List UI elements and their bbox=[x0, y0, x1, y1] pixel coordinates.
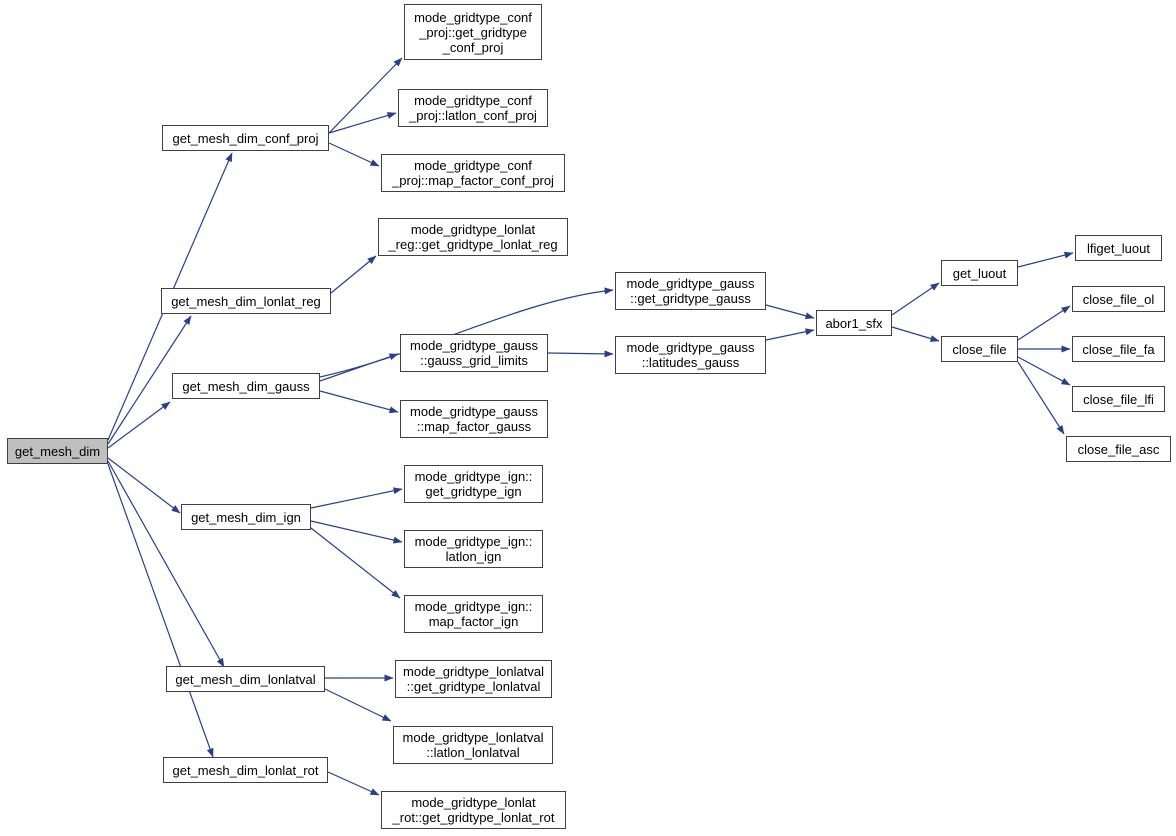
call-edge bbox=[310, 520, 403, 544]
graph-node-label: mode_gridtype_ign:: latlon_ign bbox=[414, 534, 533, 564]
graph-node-label: mode_gridtype_lonlatval ::latlon_lonlatv… bbox=[402, 730, 544, 760]
graph-node-get-mesh-dim-lonlat-rot[interactable]: get_mesh_dim_lonlat_rot bbox=[163, 757, 328, 783]
graph-node-label: mode_gridtype_gauss ::get_gridtype_gauss bbox=[626, 276, 755, 306]
call-edge bbox=[319, 353, 399, 382]
graph-node-label: lfiget_luout bbox=[1087, 240, 1150, 256]
graph-node-label: get_mesh_dim_conf_proj bbox=[172, 130, 319, 146]
graph-node-close-file[interactable]: close_file bbox=[941, 336, 1018, 362]
graph-node-label: mode_gridtype_gauss ::gauss_grid_limits bbox=[410, 338, 538, 368]
graph-node-get-mesh-dim-conf-proj[interactable]: get_mesh_dim_conf_proj bbox=[162, 125, 329, 151]
graph-node-mgcp-latlon[interactable]: mode_gridtype_conf _proj::latlon_conf_pr… bbox=[398, 89, 548, 127]
graph-node-get-luout[interactable]: get_luout bbox=[941, 260, 1018, 286]
graph-node-label: close_file_ol bbox=[1082, 291, 1155, 307]
graph-node-get-mesh-dim-gauss[interactable]: get_mesh_dim_gauss bbox=[172, 373, 320, 399]
graph-node-get-mesh-dim-lonlat-reg[interactable]: get_mesh_dim_lonlat_reg bbox=[161, 288, 331, 314]
graph-node-close-file-fa[interactable]: close_file_fa bbox=[1072, 336, 1165, 362]
call-edge bbox=[107, 457, 181, 514]
graph-node-mgi-latlon[interactable]: mode_gridtype_ign:: latlon_ign bbox=[404, 530, 543, 568]
graph-node-label: get_mesh_dim_gauss bbox=[182, 378, 310, 394]
graph-node-label: mode_gridtype_lonlatval ::get_gridtype_l… bbox=[403, 664, 544, 694]
graph-node-label: mode_gridtype_gauss ::map_factor_gauss bbox=[410, 404, 538, 434]
graph-node-mglv-latlon[interactable]: mode_gridtype_lonlatval ::latlon_lonlatv… bbox=[393, 726, 553, 764]
graph-node-label: get_mesh_dim bbox=[14, 443, 101, 459]
graph-node-get-mesh-dim-ign[interactable]: get_mesh_dim_ign bbox=[181, 504, 311, 530]
call-edge bbox=[328, 142, 380, 167]
graph-node-get-mesh-dim[interactable]: get_mesh_dim bbox=[7, 438, 108, 464]
call-edge bbox=[1017, 361, 1065, 435]
call-edge bbox=[319, 287, 614, 378]
call-edge bbox=[765, 328, 815, 341]
call-edge bbox=[1017, 305, 1071, 341]
call-edge bbox=[891, 326, 940, 342]
edge-group bbox=[107, 57, 1074, 796]
graph-node-label: get_mesh_dim_ign bbox=[191, 509, 301, 525]
graph-node-close-file-lfi[interactable]: close_file_lfi bbox=[1072, 386, 1165, 412]
call-edge bbox=[547, 350, 614, 358]
call-edge bbox=[328, 57, 403, 134]
graph-node-label: close_file_asc bbox=[1077, 441, 1160, 457]
call-edge bbox=[765, 304, 815, 320]
graph-node-label: mode_gridtype_lonlat _reg::get_gridtype_… bbox=[388, 222, 558, 252]
graph-node-lfiget-luout[interactable]: lfiget_luout bbox=[1075, 235, 1162, 261]
graph-node-label: mode_gridtype_conf _proj::map_factor_con… bbox=[392, 158, 554, 188]
call-edge bbox=[319, 390, 399, 414]
call-edge bbox=[310, 487, 403, 509]
graph-node-label: mode_gridtype_ign:: get_gridtype_ign bbox=[414, 469, 533, 499]
graph-node-abor1-sfx[interactable]: abor1_sfx bbox=[816, 310, 892, 336]
graph-node-close-file-asc[interactable]: close_file_asc bbox=[1066, 436, 1171, 462]
call-edge bbox=[310, 527, 401, 599]
graph-node-label: get_luout bbox=[952, 265, 1007, 281]
graph-node-mgg-map-factor[interactable]: mode_gridtype_gauss ::map_factor_gauss bbox=[400, 400, 548, 438]
graph-node-label: close_file_fa bbox=[1082, 341, 1155, 357]
call-edge bbox=[327, 771, 380, 796]
call-edge bbox=[1017, 251, 1074, 268]
call-edge bbox=[107, 460, 225, 668]
graph-node-label: mode_gridtype_gauss ::latitudes_gauss bbox=[626, 340, 755, 370]
graph-node-mglv-get-gridtype[interactable]: mode_gridtype_lonlatval ::get_gridtype_l… bbox=[395, 660, 552, 698]
graph-node-mgi-map-factor[interactable]: mode_gridtype_ign:: map_factor_ign bbox=[404, 595, 543, 633]
graph-node-mglr-get-gridtype[interactable]: mode_gridtype_lonlat _reg::get_gridtype_… bbox=[378, 218, 568, 256]
call-edge bbox=[328, 112, 397, 134]
graph-node-label: get_mesh_dim_lonlatval bbox=[175, 671, 316, 687]
graph-node-mgcp-get-gridtype[interactable]: mode_gridtype_conf _proj::get_gridtype _… bbox=[404, 4, 542, 60]
graph-node-close-file-ol[interactable]: close_file_ol bbox=[1072, 286, 1165, 312]
graph-node-mgg-gauss-grid-limits[interactable]: mode_gridtype_gauss ::gauss_grid_limits bbox=[400, 334, 548, 372]
graph-node-label: abor1_sfx bbox=[825, 315, 883, 331]
graph-node-mgi-get-gridtype[interactable]: mode_gridtype_ign:: get_gridtype_ign bbox=[404, 465, 543, 503]
call-edge bbox=[891, 282, 940, 316]
call-edge bbox=[107, 401, 171, 449]
graph-node-label: mode_gridtype_lonlat _rot::get_gridtype_… bbox=[392, 795, 555, 825]
call-edge bbox=[1017, 356, 1071, 386]
call-edge bbox=[324, 688, 392, 722]
graph-node-mglrot-get-gridtype[interactable]: mode_gridtype_lonlat _rot::get_gridtype_… bbox=[381, 791, 566, 829]
graph-node-label: mode_gridtype_conf _proj::latlon_conf_pr… bbox=[409, 93, 537, 123]
graph-node-label: mode_gridtype_ign:: map_factor_ign bbox=[414, 599, 533, 629]
graph-node-label: close_file_lfi bbox=[1083, 391, 1154, 407]
graph-node-label: get_mesh_dim_lonlat_reg bbox=[171, 293, 321, 309]
call-edge bbox=[107, 315, 192, 445]
graph-node-label: get_mesh_dim_lonlat_rot bbox=[172, 762, 319, 778]
graph-node-label: mode_gridtype_conf _proj::get_gridtype _… bbox=[414, 9, 532, 55]
graph-node-mgg-latitudes[interactable]: mode_gridtype_gauss ::latitudes_gauss bbox=[615, 336, 766, 374]
graph-node-mgcp-map-factor[interactable]: mode_gridtype_conf _proj::map_factor_con… bbox=[381, 154, 565, 192]
graph-node-get-mesh-dim-lonlatval[interactable]: get_mesh_dim_lonlatval bbox=[166, 666, 325, 692]
call-edge bbox=[330, 255, 377, 294]
graph-node-mgg-get-gridtype[interactable]: mode_gridtype_gauss ::get_gridtype_gauss bbox=[615, 272, 766, 310]
graph-node-label: close_file bbox=[952, 341, 1007, 357]
call-edge bbox=[107, 463, 214, 758]
